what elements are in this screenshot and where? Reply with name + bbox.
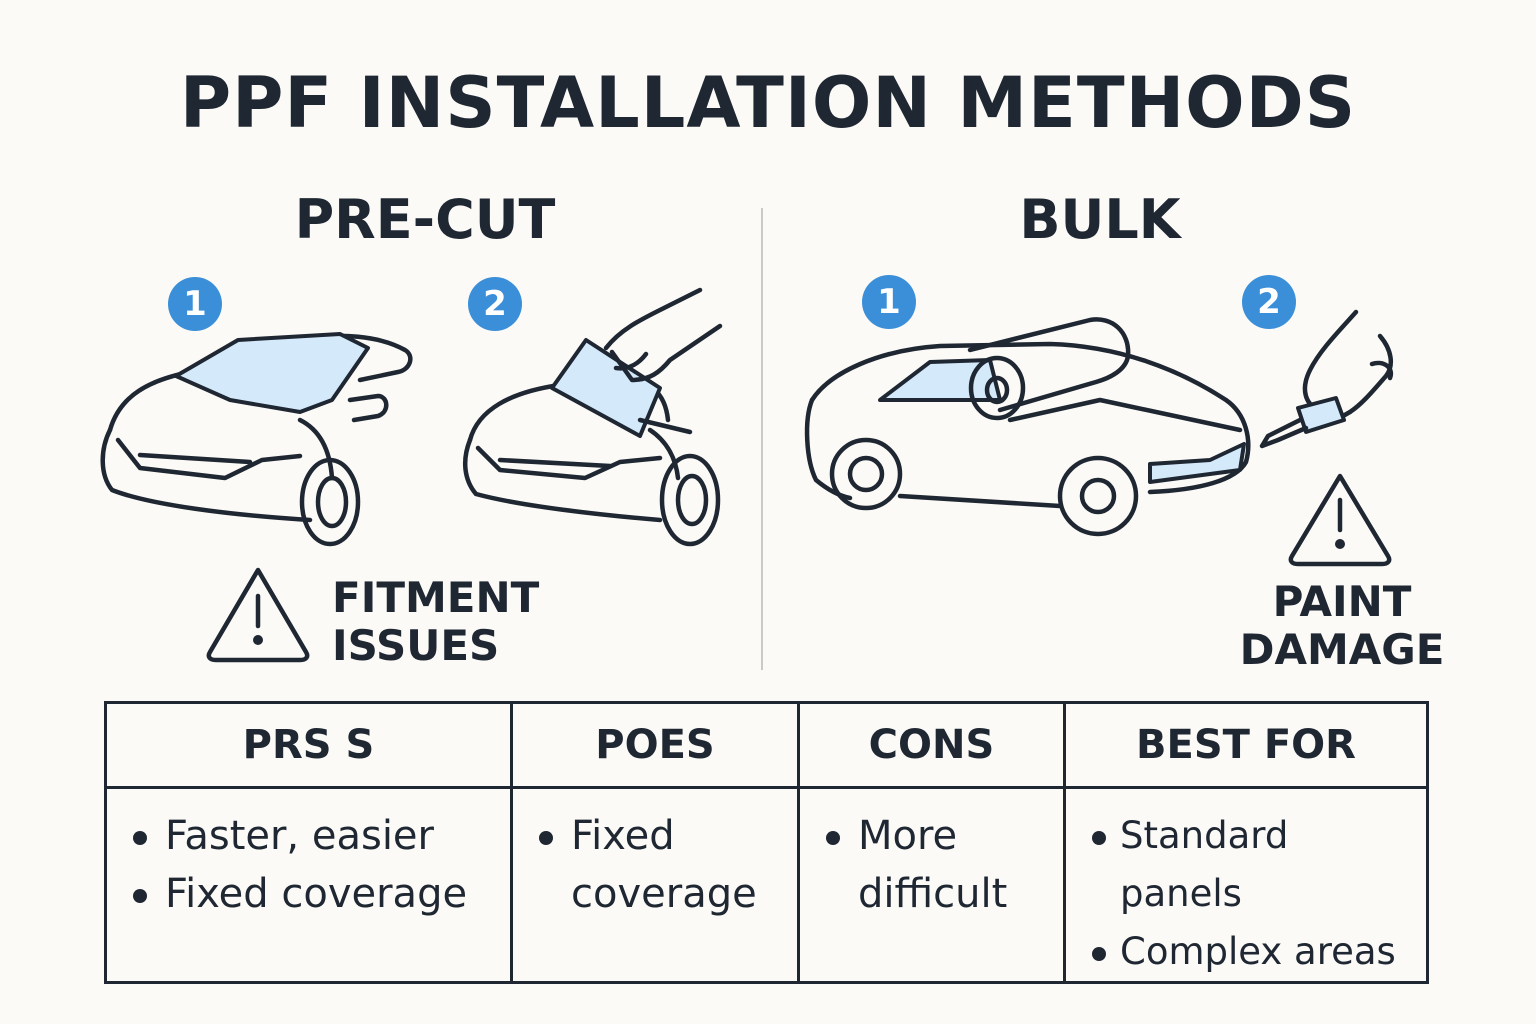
fitment-line-2: ISSUES [332,621,500,670]
paint-damage-label: PAINT DAMAGE [1232,578,1452,674]
pre-cut-car-with-film-icon [100,332,413,547]
bulk-hand-knife-icon [1259,309,1394,449]
pre-cut-car-squeegee-icon [462,287,723,547]
illustrations [100,287,1394,663]
table-header-cons: CONS [797,701,1066,789]
list-item: Complex areas [1084,923,1412,981]
list-item: More difficult [818,807,1049,923]
table-cell-cons: More difficult [797,786,1066,984]
fitment-warning-icon [206,567,310,663]
fitment-line-1: FITMENT [332,573,540,622]
table-header-row: PRS S POES CONS BEST FOR [104,701,1429,789]
list-item: Faster, easier [125,807,496,865]
fitment-issues-label: FITMENT ISSUES [332,574,592,670]
page-title: PPF INSTALLATION METHODS [179,62,1357,144]
section-divider [761,208,763,670]
list-item: Standard panels [1084,807,1412,923]
comparison-table: PRS S POES CONS BEST FOR Faster, easier … [104,701,1429,984]
table-header-pros: PRS S [104,701,513,789]
pre-cut-step-2-badge: 2 [468,277,522,331]
table-cell-best-for: Standard panels Complex areas [1063,786,1429,984]
bulk-step-1-badge: 1 [862,275,916,329]
table-header-poes: POES [510,701,800,789]
list-item: Fixed coverage [125,865,496,923]
bulk-title: BULK [1019,188,1181,251]
paint-line-2: DAMAGE [1239,625,1445,674]
list-item: Fixed coverage [531,807,783,923]
table-cell-poes: Fixed coverage [510,786,800,984]
pre-cut-title: PRE-CUT [294,188,556,251]
bulk-step-2-badge: 2 [1242,275,1296,329]
table-cell-pros: Faster, easier Fixed coverage [104,786,513,984]
paint-damage-warning-icon [1288,473,1392,567]
pre-cut-step-1-badge: 1 [168,277,222,331]
bulk-car-film-roll-icon [804,317,1251,537]
paint-line-1: PAINT [1272,577,1412,626]
table-header-best-for: BEST FOR [1063,701,1429,789]
table-row: Faster, easier Fixed coverage Fixed cove… [104,786,1429,984]
